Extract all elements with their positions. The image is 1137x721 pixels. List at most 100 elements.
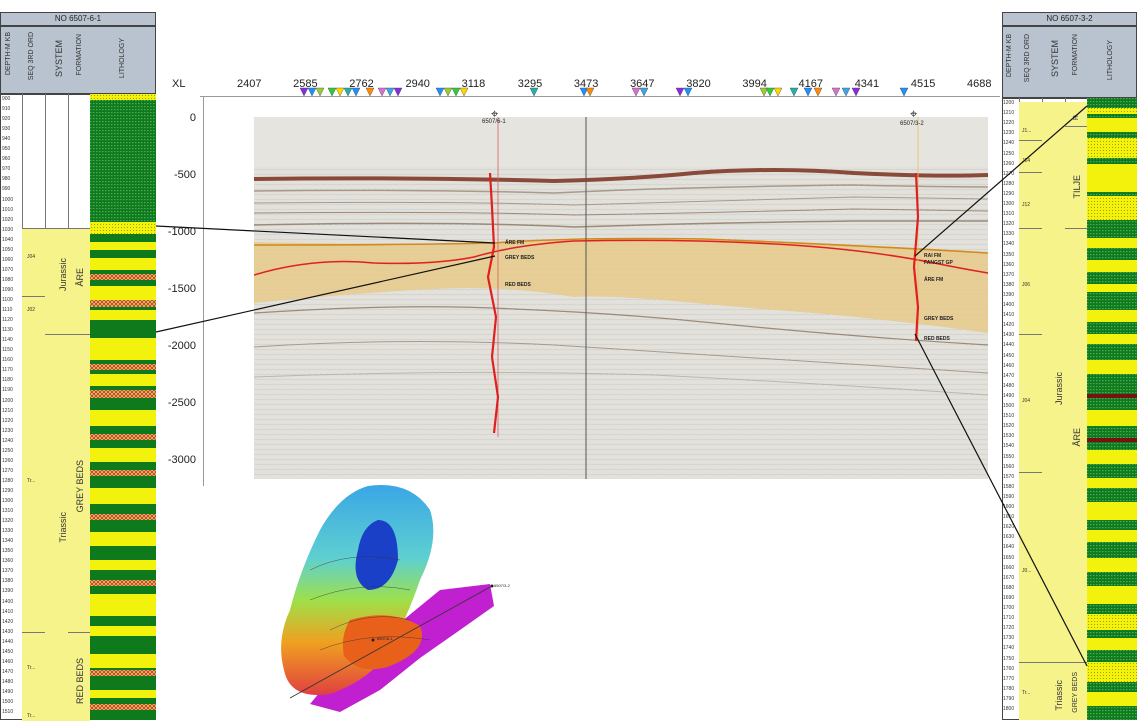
- well-marker-triangle: [675, 87, 685, 97]
- depth-label: 1460: [2, 658, 14, 665]
- left-system-jurassic-band: [45, 228, 90, 335]
- well-marker-triangle: [899, 87, 909, 97]
- depth-label: 1160: [2, 357, 13, 364]
- right-lithology-log: [1087, 98, 1137, 720]
- depth-label: 1600: [1003, 504, 1015, 510]
- right-seq-2: J14: [1022, 158, 1031, 164]
- depth-label: 1060: [2, 256, 14, 263]
- xl-well-markers: [299, 87, 909, 97]
- twt-axis-line: [203, 96, 204, 486]
- left-well-panel: NO 6507-6-1 DEPTH-M KB SEQ 3RD ORD SYSTE…: [0, 0, 156, 721]
- depth-label: 1780: [1003, 685, 1015, 692]
- depth-label: 1310: [2, 508, 14, 515]
- right-well-column-headers: [1002, 26, 1137, 98]
- well-marker-triangle: [307, 87, 317, 97]
- twt-tick-label: -3000: [167, 454, 196, 466]
- depth-label: 1320: [2, 518, 14, 525]
- xl-tick-label: 2585: [293, 78, 318, 90]
- well-marker-triangle: [377, 87, 387, 97]
- depth-label: 1200: [2, 397, 14, 404]
- well-2-marker-icon: ⌖: [910, 106, 918, 121]
- depth-label: 1020: [2, 216, 14, 223]
- depth-label: 1370: [1003, 271, 1015, 278]
- well-marker-triangle: [631, 87, 641, 97]
- depth-label: 1260: [1003, 160, 1015, 167]
- depth-label: 1640: [1003, 544, 1015, 551]
- xl-tick-label: 4341: [854, 78, 880, 90]
- depth-label: 910: [2, 106, 11, 113]
- map-well-2-label: 6507/3-2: [494, 583, 510, 588]
- well-marker-triangle: [803, 87, 813, 97]
- depth-label: 1030: [2, 226, 14, 233]
- depth-label: 1440: [1003, 342, 1015, 349]
- left-seq-2: J02: [27, 307, 36, 313]
- depth-label: 900: [2, 96, 11, 102]
- right-seq-1: J1...: [1022, 128, 1032, 134]
- depth-label: 1390: [2, 588, 14, 595]
- depth-label: 1520: [1003, 423, 1015, 430]
- depth-label: 1210: [1003, 110, 1015, 117]
- depth-label: 1400: [1003, 302, 1015, 308]
- depth-label: 1350: [2, 548, 14, 555]
- depth-label: 1080: [2, 276, 14, 283]
- twt-tick-label: -2500: [167, 397, 196, 409]
- depth-label: 1270: [2, 467, 14, 474]
- xl-tick-label: 2407: [237, 78, 262, 90]
- well2-fm-are: ÅRE FM: [924, 277, 944, 283]
- depth-label: 1010: [2, 206, 14, 213]
- depth-label: 1420: [1003, 322, 1015, 329]
- depth-label: 1340: [1003, 241, 1015, 248]
- well-marker-triangle: [299, 87, 309, 97]
- depth-label: 1540: [1003, 443, 1015, 450]
- depth-label: 1710: [1003, 615, 1015, 622]
- depth-label: 990: [2, 186, 11, 193]
- well-marker-triangle: [451, 87, 461, 97]
- xl-tick-label: 4515: [910, 78, 936, 90]
- depth-label: 1230: [2, 427, 14, 434]
- depth-label: 1800: [1003, 706, 1015, 712]
- xl-tick-label: 3820: [686, 78, 711, 90]
- map-well-1-label: 6507/6-1: [377, 636, 393, 641]
- depth-label: 1170: [2, 367, 13, 374]
- well-1-marker-icon: ⌖: [491, 106, 499, 121]
- depth-label: 1620: [1003, 524, 1015, 531]
- depth-label: 1470: [1003, 372, 1015, 379]
- well-marker-triangle: [365, 87, 375, 97]
- depth-label: 1230: [1003, 130, 1015, 137]
- xl-tick-label: 3295: [517, 78, 543, 90]
- left-system-triassic-band: [45, 334, 90, 721]
- depth-label: 1500: [1003, 403, 1015, 409]
- depth-label: 1470: [2, 668, 14, 675]
- xl-tick-label: 3473: [573, 78, 599, 90]
- well-2-label: 6507/3-2: [900, 121, 924, 127]
- xl-tick-label: 3118: [461, 78, 486, 90]
- depth-label: 1290: [2, 487, 14, 494]
- depth-label: 1360: [2, 558, 14, 565]
- depth-label: 1240: [2, 437, 14, 444]
- depth-label: 1050: [2, 246, 14, 253]
- depth-label: 960: [2, 156, 11, 163]
- well-marker-triangle: [393, 87, 403, 97]
- depth-label: 1240: [1003, 140, 1015, 147]
- twt-tick-label: -1500: [167, 283, 196, 295]
- well2-fm-fangst: FANGST GP: [924, 260, 953, 266]
- depth-label: 1110: [2, 307, 13, 314]
- well-marker-triangle: [343, 87, 353, 97]
- xl-tick-label: 4167: [798, 78, 824, 90]
- depth-label: 1370: [2, 568, 14, 575]
- twt-tick-label: -1000: [167, 226, 196, 238]
- well-marker-triangle: [789, 87, 799, 97]
- depth-label: 1430: [2, 628, 14, 635]
- well2-fm-red-beds: RED BEDS: [924, 336, 950, 342]
- depth-label: 1750: [1003, 655, 1015, 662]
- depth-label: 1130: [2, 327, 13, 334]
- well-marker-triangle: [831, 87, 841, 97]
- well-marker-triangle: [315, 87, 325, 97]
- depth-label: 1530: [1003, 433, 1015, 440]
- well1-fm-red-beds: RED BEDS: [505, 282, 531, 288]
- depth-label: 1500: [2, 699, 14, 705]
- depth-label: 1610: [1003, 514, 1015, 521]
- depth-label: 1390: [1003, 291, 1015, 298]
- well-marker-triangle: [773, 87, 783, 97]
